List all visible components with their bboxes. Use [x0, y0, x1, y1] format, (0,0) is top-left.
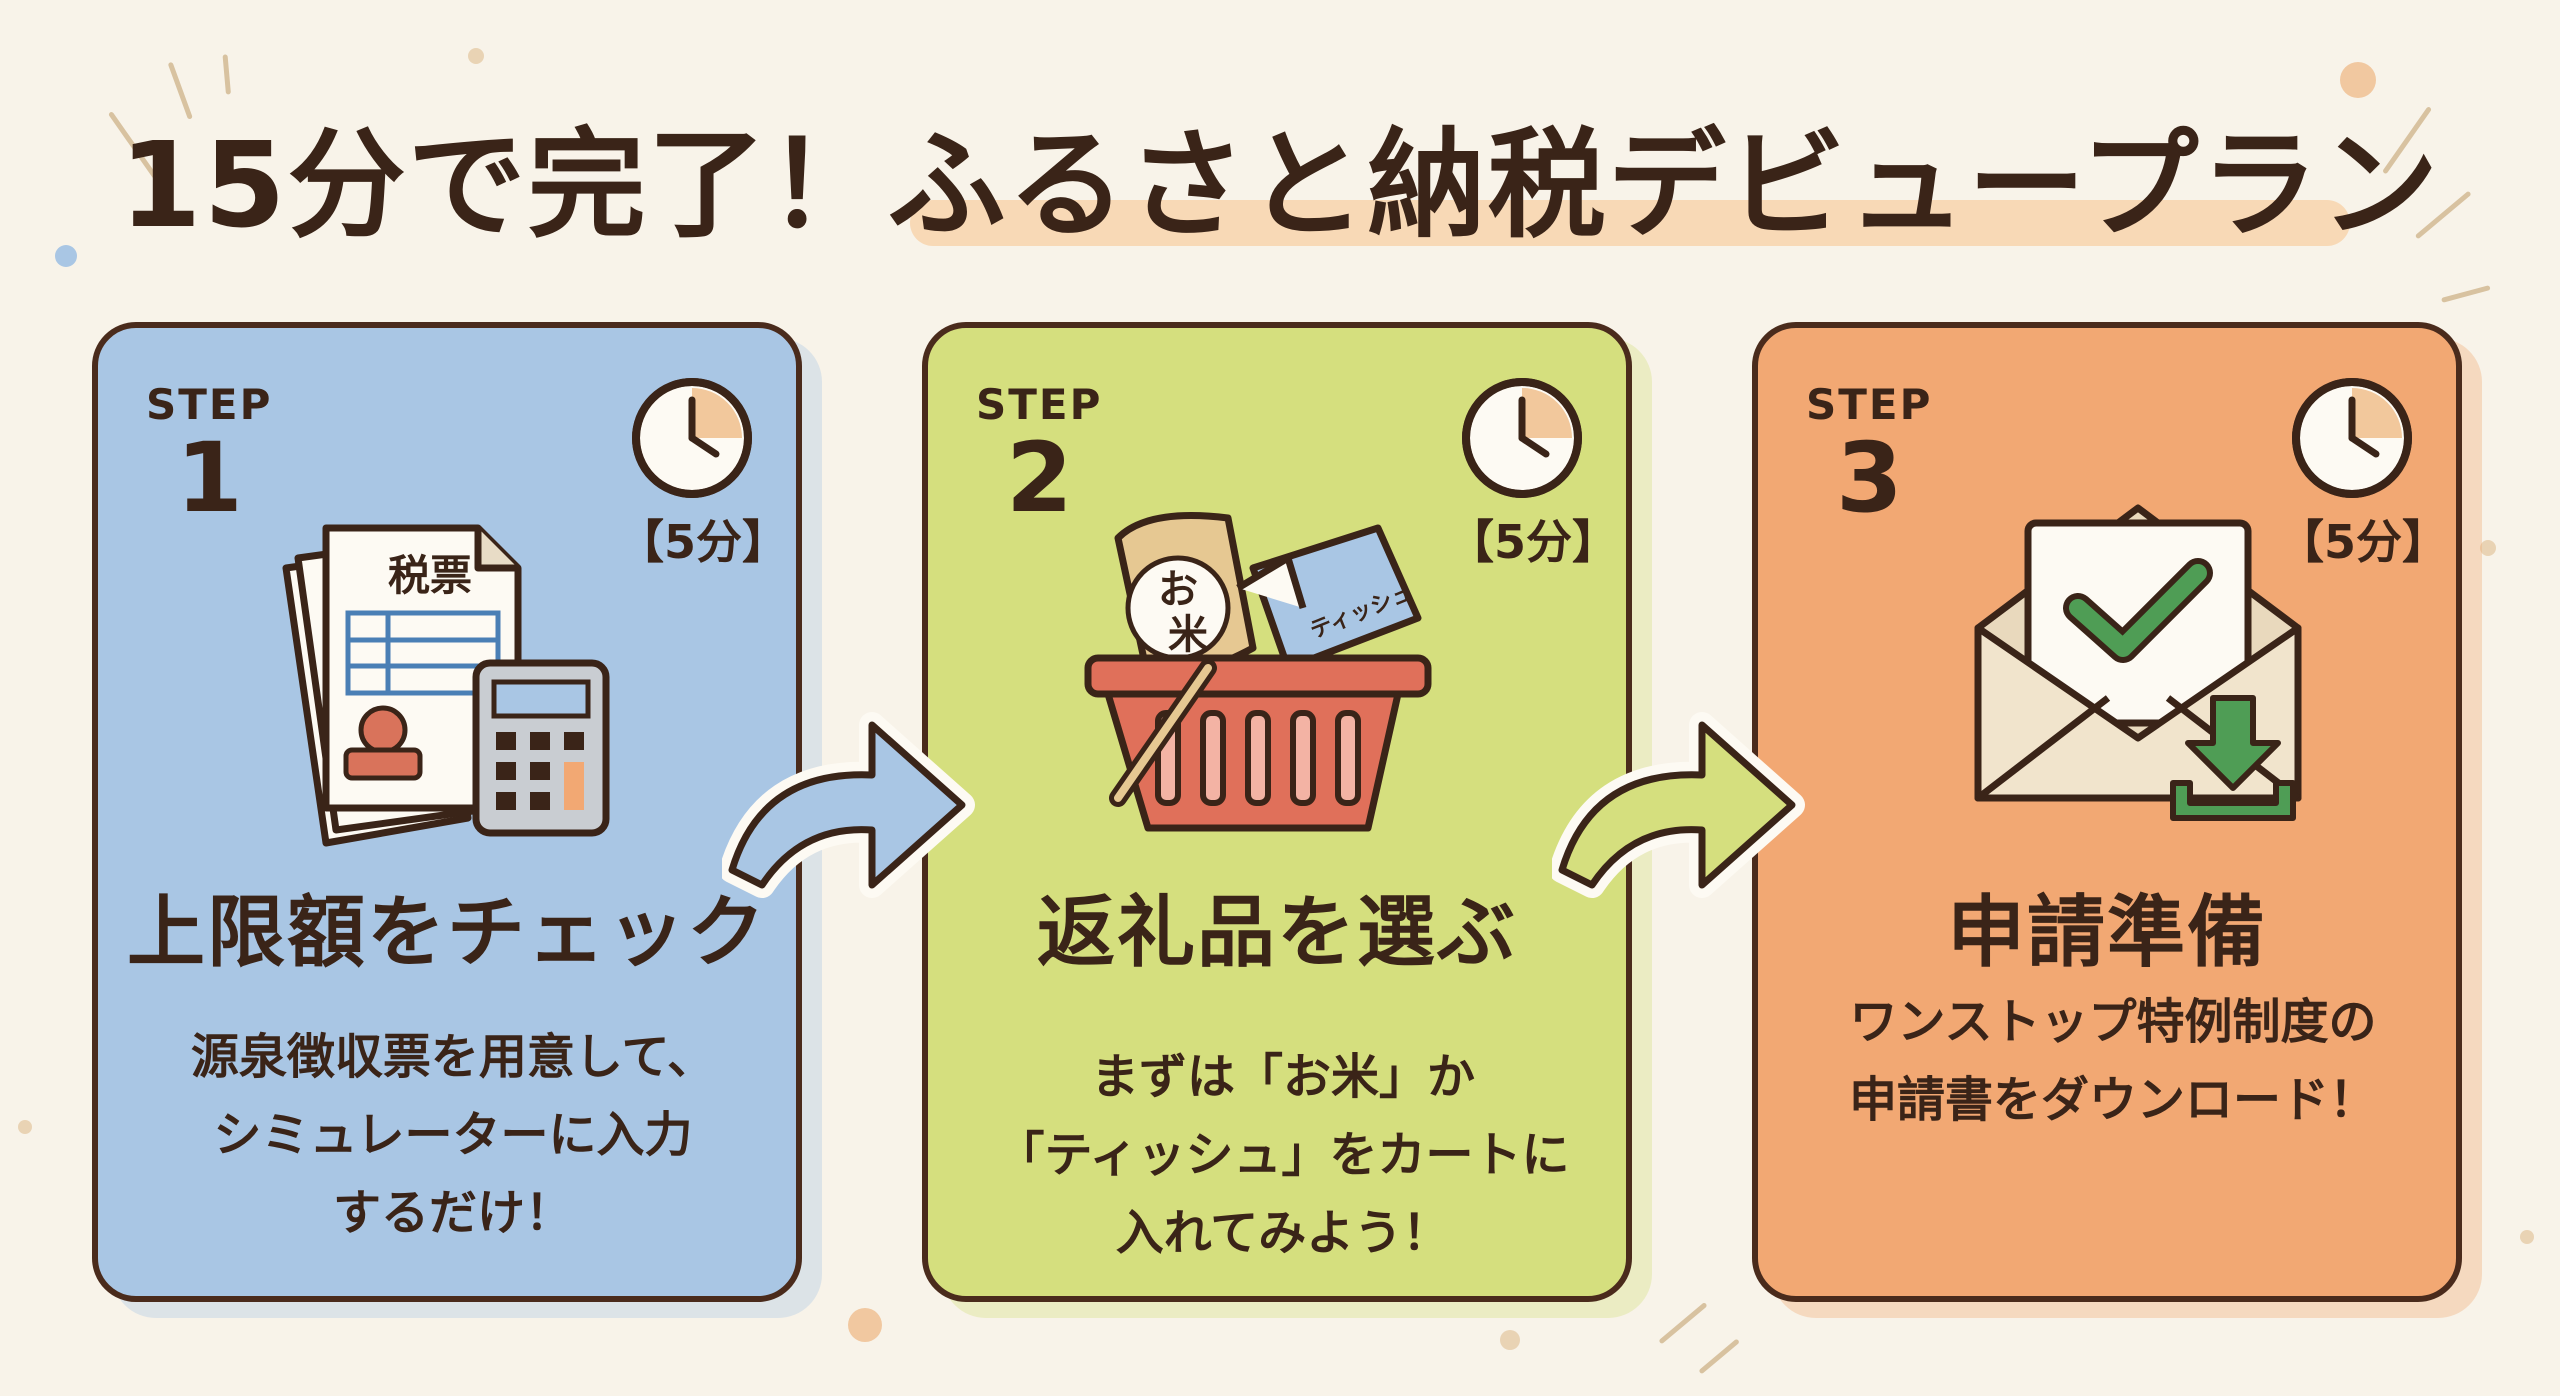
- decor-ray: [1658, 1302, 1708, 1345]
- description-line: 入れてみよう！: [1115, 1205, 1451, 1261]
- shopping-basket-icon: お 米 ティッシュ: [1084, 512, 1432, 832]
- decor-ray: [2441, 285, 2491, 303]
- step-title: 返礼品を選ぶ: [1036, 888, 1517, 978]
- clock-icon: [632, 378, 752, 498]
- time-badge: 【5分】: [1447, 515, 1618, 569]
- description-line: まずは「お米」か: [1090, 1049, 1475, 1105]
- decor-dot: [2520, 1230, 2534, 1244]
- step-number: 1: [176, 422, 243, 534]
- step-title: 上限額をチェック: [126, 888, 767, 978]
- time-badge: 【5分】: [2277, 515, 2448, 569]
- step-label: STEP: [976, 380, 1103, 429]
- title-highlight: [910, 200, 2350, 246]
- description-line: 「ティッシュ」をカートに: [996, 1127, 1570, 1183]
- decor-dot: [848, 1308, 882, 1342]
- step-number: 3: [1836, 422, 1903, 534]
- clock-icon: [2292, 378, 2412, 498]
- description-line: 源泉徴収票を用意して、: [190, 1029, 716, 1085]
- decor-dot: [468, 48, 484, 64]
- step-description: ワンストップ特例制度の 申請書をダウンロード！: [1798, 983, 2428, 1139]
- decor-dot: [2480, 540, 2496, 556]
- decor-dot: [1500, 1330, 1520, 1350]
- step-label: STEP: [1806, 380, 1933, 429]
- time-badge: 【5分】: [617, 515, 788, 569]
- description-line: するだけ！: [332, 1185, 573, 1241]
- decor-dot: [2340, 62, 2376, 98]
- step-title: 申請準備: [1946, 888, 2267, 978]
- description-line: シミュレーターに入力: [213, 1107, 693, 1163]
- description-line: ワンストップ特例制度の: [1849, 994, 2377, 1050]
- arrow-right-icon: [1552, 712, 1805, 898]
- step-card-1: STEP 1 【5分】 税票: [92, 322, 802, 1302]
- envelope-download-icon: [1974, 504, 2302, 821]
- decor-ray: [1698, 1338, 1740, 1375]
- step-card-2: STEP 2 【5分】 お 米 ティッシュ: [922, 322, 1632, 1302]
- illustration-text: お: [1158, 567, 1198, 613]
- illustration-text: 米: [1168, 612, 1208, 658]
- decor-ray: [222, 54, 231, 95]
- step-description: まずは「お米」か 「ティッシュ」をカートに 入れてみよう！: [968, 1038, 1598, 1272]
- step-card-3: STEP 3 【5分】 申請準備: [1752, 322, 2462, 1302]
- page-title: 15分で完了！ふるさと納税デビュープラン: [119, 116, 2441, 254]
- illustration-text: 税票: [388, 551, 472, 600]
- decor-dot: [55, 245, 77, 267]
- step-number: 2: [1006, 422, 1073, 534]
- step-description: 源泉徴収票を用意して、 シミュレーターに入力 するだけ！: [138, 1018, 768, 1252]
- step-label: STEP: [146, 380, 273, 429]
- tax-form-calculator-icon: 税票: [282, 524, 610, 847]
- title-area: 15分で完了！ふるさと納税デビュープラン: [0, 100, 2560, 270]
- arrow-right-icon: [722, 712, 975, 898]
- description-line: 申請書をダウンロード！: [1848, 1072, 2377, 1128]
- decor-dot: [18, 1120, 32, 1134]
- clock-icon: [1462, 378, 1582, 498]
